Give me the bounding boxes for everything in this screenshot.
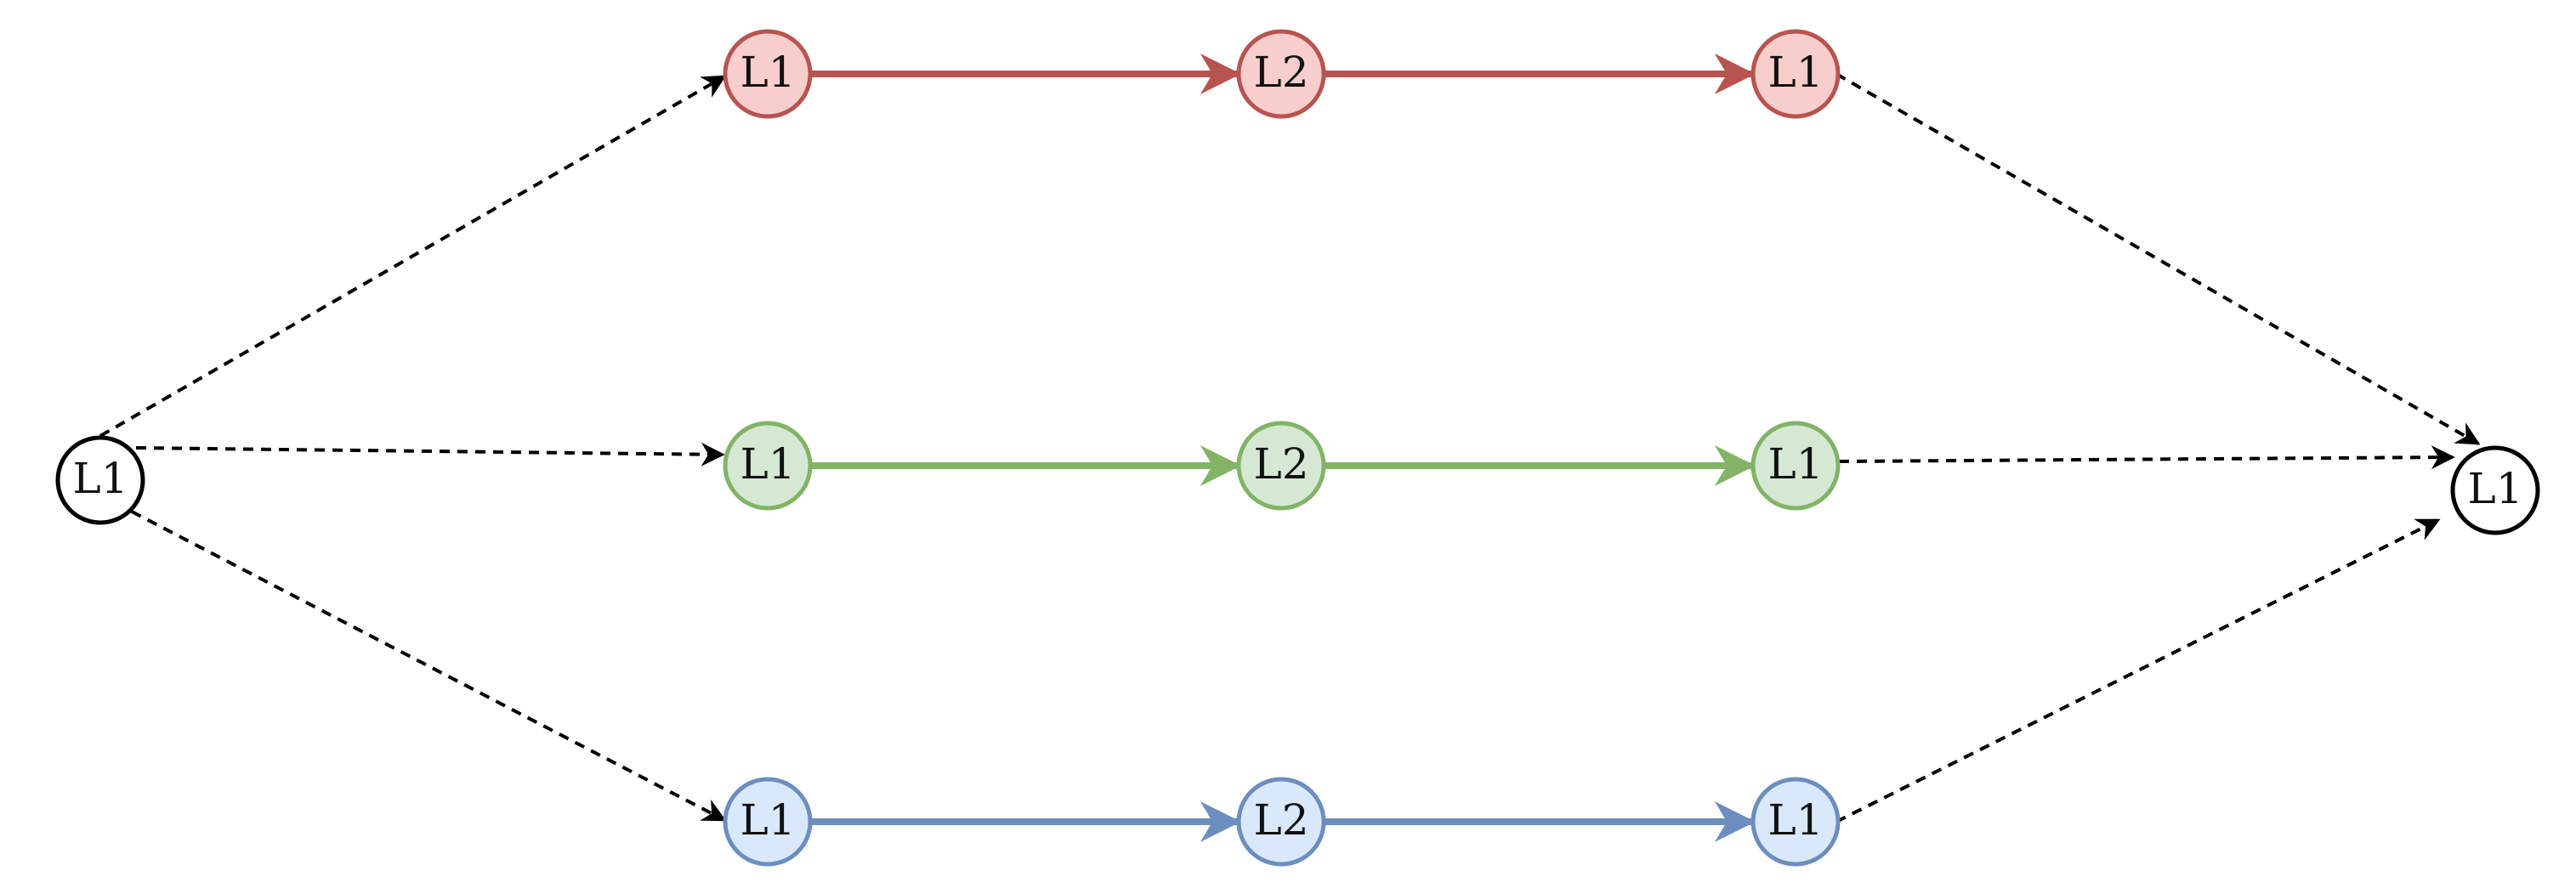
edge-blue-3-to-sink: [1836, 518, 2441, 823]
node-blue-2-label: L2: [1253, 795, 1308, 845]
node-green-3: L1: [1750, 421, 1841, 511]
node-blue-1: L1: [723, 777, 813, 867]
node-green-2: L2: [1236, 421, 1326, 511]
node-green-2-circle: [1236, 421, 1326, 511]
node-sink: L1: [2450, 445, 2540, 535]
node-red-3-circle: [1750, 29, 1841, 119]
edge-source-to-blue-1: [131, 510, 727, 822]
node-red-2-label: L2: [1253, 48, 1308, 97]
node-source: L1: [55, 435, 145, 525]
node-blue-3: L1: [1750, 777, 1841, 867]
node-blue-1-label: L1: [740, 795, 795, 845]
node-blue-2-circle: [1236, 777, 1326, 867]
node-green-3-circle: [1750, 421, 1841, 511]
node-blue-3-label: L1: [1767, 795, 1823, 845]
node-red-2-circle: [1236, 29, 1326, 119]
edges-layer: [99, 54, 2481, 842]
node-sink-label: L1: [2467, 464, 2522, 513]
node-red-1-label: L1: [740, 48, 795, 97]
edge-source-to-green-1: [135, 442, 725, 467]
node-blue-1-circle: [723, 777, 813, 867]
node-green-3-label: L1: [1767, 439, 1823, 489]
edge-red-3-to-sink: [1836, 72, 2481, 445]
node-red-1: L1: [723, 29, 813, 119]
edge-green-3-to-sink: [1838, 445, 2455, 470]
node-red-2: L2: [1236, 29, 1326, 119]
node-blue-3-circle: [1750, 777, 1841, 867]
node-red-1-circle: [723, 29, 813, 119]
node-source-label: L1: [72, 454, 128, 503]
node-red-3-label: L1: [1767, 48, 1823, 97]
node-green-1-label: L1: [740, 439, 795, 489]
node-green-1: L1: [723, 421, 813, 511]
edge-source-to-red-1: [99, 75, 727, 438]
node-source-circle: [55, 435, 145, 525]
node-red-3: L1: [1750, 29, 1841, 119]
node-green-2-label: L2: [1253, 439, 1308, 489]
node-green-1-circle: [723, 421, 813, 511]
node-sink-circle: [2450, 445, 2540, 535]
node-blue-2: L2: [1236, 777, 1326, 867]
